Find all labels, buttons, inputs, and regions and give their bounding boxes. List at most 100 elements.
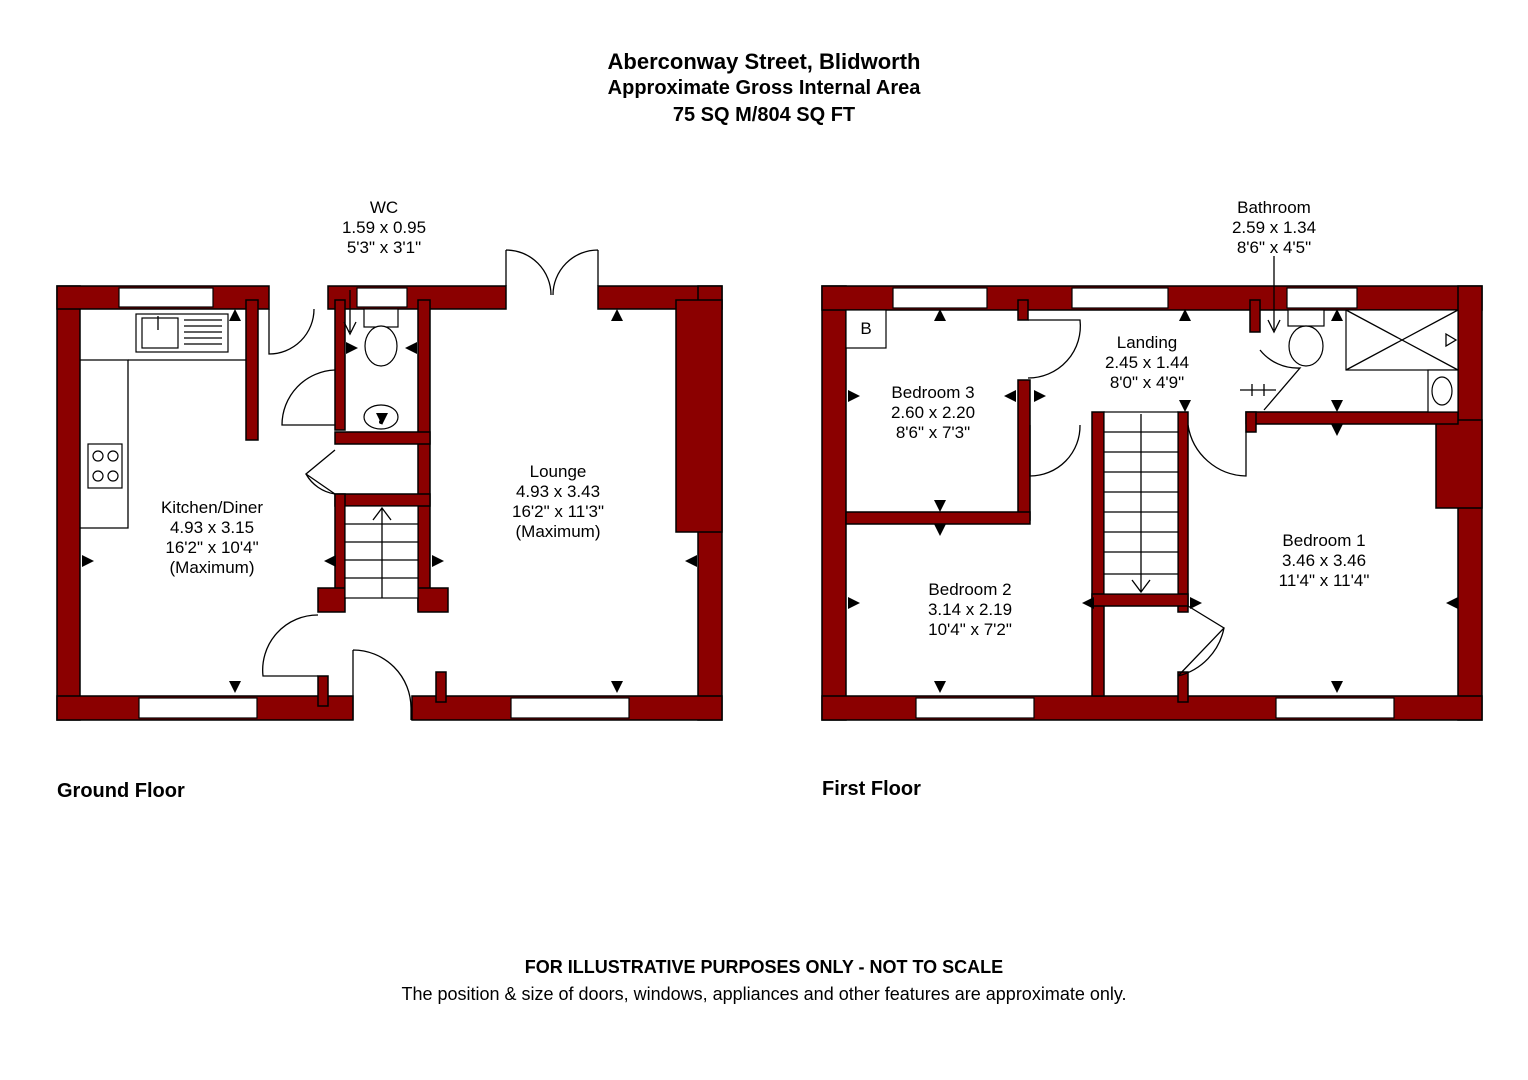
ff-wall-stair-right: [1177, 411, 1189, 613]
ff-wall-left: [821, 285, 847, 721]
room-label-bathroom: Bathroom 2.59 x 1.34 8'6" x 4'5": [1224, 198, 1324, 258]
room-metric: 1.59 x 0.95: [341, 218, 427, 237]
gf-wall-kitchen-partition: [245, 299, 259, 441]
disclaimer-text: The position & size of doors, windows, a…: [401, 984, 1127, 1004]
gf-window-wc: [356, 287, 408, 308]
ff-window-bed2: [915, 697, 1035, 719]
boiler-box: [845, 309, 887, 349]
gf-door-hall: [262, 614, 319, 677]
room-name: Landing: [1116, 333, 1178, 352]
ff-staircase: [1103, 411, 1179, 595]
hob-icon: [87, 443, 123, 489]
room-name: Bathroom: [1237, 198, 1311, 217]
room-name: Bedroom 2: [928, 580, 1012, 599]
gf-wall-door-jamb-right: [435, 671, 447, 703]
room-name: Lounge: [529, 462, 587, 481]
room-metric: 2.60 x 2.20: [890, 403, 976, 422]
disclaimer-heading: FOR ILLUSTRATIVE PURPOSES ONLY - NOT TO …: [524, 957, 1004, 977]
ff-basin-icon: [1427, 369, 1459, 413]
ff-door-bed3: [1027, 319, 1081, 379]
gf-wall-hall-corner-right: [417, 587, 449, 613]
room-name: Bedroom 3: [891, 383, 975, 402]
room-metric: 2.59 x 1.34: [1231, 218, 1317, 237]
room-metric: 4.93 x 3.43: [515, 482, 601, 501]
room-label-wc: WC 1.59 x 0.95 5'3" x 3'1": [324, 198, 444, 258]
gf-wc-pointer: [343, 290, 357, 336]
sink-icon: [135, 313, 229, 353]
dimension-markers: [82, 309, 1458, 693]
gf-window-lounge: [510, 697, 630, 719]
ff-door-bath: [1259, 349, 1302, 411]
boiler-label: B: [860, 319, 872, 338]
gf-door-cupboard: [304, 449, 336, 495]
gf-front-door: [352, 649, 412, 720]
room-imperial: 16'2" x 10'4": [165, 538, 259, 557]
ff-wall-stair-bottom: [1091, 593, 1189, 607]
ff-wall-bed3-right: [1017, 379, 1031, 521]
room-imperial: 11'4" x 11'4": [1278, 571, 1370, 590]
room-name: Kitchen/Diner: [160, 498, 264, 517]
ground-floor-label: Ground Floor: [57, 780, 185, 802]
plan-area: 75 SQ M/804 SQ FT: [672, 104, 856, 126]
room-note: (Maximum): [169, 558, 255, 577]
room-name: WC: [369, 198, 399, 217]
ff-wall-bath-bottom: [1245, 411, 1459, 425]
ff-window-bed1: [1275, 697, 1395, 719]
room-imperial: 8'6" x 7'3": [895, 423, 971, 442]
gf-wall-top-mid: [327, 285, 507, 310]
room-label-bedroom1: Bedroom 1 3.46 x 3.46 11'4" x 11'4": [1262, 531, 1386, 591]
toilet-icon: [363, 308, 399, 367]
room-label-landing: Landing 2.45 x 1.44 8'0" x 4'9": [1087, 333, 1207, 393]
gf-staircase: [344, 505, 419, 599]
room-imperial: 5'3" x 3'1": [346, 238, 422, 257]
gf-wall-wc-bottom: [334, 431, 431, 445]
ff-window-bath: [1286, 287, 1358, 309]
plan-subtitle: Approximate Gross Internal Area: [607, 77, 921, 99]
gf-wall-left: [56, 285, 81, 721]
gf-window-kitchen-bottom: [138, 697, 258, 719]
gf-door-wc: [281, 369, 336, 426]
room-note: (Maximum): [515, 522, 601, 541]
gf-wall-hall-corner-left: [317, 587, 346, 613]
first-floor-label: First Floor: [822, 778, 921, 800]
room-label-kitchen: Kitchen/Diner 4.93 x 3.15 16'2" x 10'4" …: [132, 498, 292, 578]
plan-title: Aberconway Street, Blidworth: [607, 49, 921, 74]
gf-wall-right-chimney: [675, 299, 723, 533]
gf-french-doors: [505, 249, 599, 296]
room-label-bedroom3: Bedroom 3 2.60 x 2.20 8'6" x 7'3": [872, 383, 994, 443]
ff-door-cupboard: [1177, 605, 1226, 677]
ff-wall-bed3-bottom: [845, 511, 1031, 525]
gf-wall-lounge-left: [417, 299, 431, 611]
ff-wall-cupboard-jamb: [1177, 671, 1189, 703]
ff-wall-stair-left: [1091, 411, 1105, 697]
ff-toilet-icon: [1287, 309, 1325, 367]
ff-wall-bath-left-top: [1249, 299, 1261, 333]
gf-wall-door-jamb-left: [317, 675, 329, 707]
room-name: Bedroom 1: [1282, 531, 1366, 550]
gf-window-kitchen-top: [118, 287, 214, 308]
ff-window-landing: [1071, 287, 1169, 309]
ff-wall-bed3-top-jamb: [1017, 299, 1029, 321]
ground-floor-plan: [56, 249, 723, 721]
ff-door-bed2: [1029, 424, 1081, 477]
ff-bath-door-marker: [1240, 384, 1276, 396]
room-label-lounge: Lounge 4.93 x 3.43 16'2" x 11'3" (Maximu…: [478, 462, 638, 542]
ff-wall-bath-corner: [1245, 411, 1257, 433]
room-label-bedroom2: Bedroom 2 3.14 x 2.19 10'4" x 7'2": [908, 580, 1032, 640]
room-imperial: 16'2" x 11'3": [512, 502, 604, 521]
room-imperial: 8'6" x 4'5": [1236, 238, 1312, 257]
ff-door-bed1: [1187, 424, 1247, 477]
room-metric: 3.46 x 3.46: [1281, 551, 1367, 570]
gf-wall-stair-left: [334, 493, 346, 599]
ff-bath-pointer: [1267, 256, 1281, 334]
gf-kitchen-counter: [80, 359, 129, 529]
room-imperial: 10'4" x 7'2": [928, 620, 1012, 639]
first-floor-plan: [821, 256, 1483, 721]
ff-wall-right-chimney: [1435, 419, 1483, 509]
ff-window-bed3: [892, 287, 988, 309]
room-metric: 2.45 x 1.44: [1104, 353, 1190, 372]
gf-wall-cupboard-bottom: [334, 493, 431, 507]
room-imperial: 8'0" x 4'9": [1109, 373, 1185, 392]
shower-icon: [1345, 309, 1459, 371]
